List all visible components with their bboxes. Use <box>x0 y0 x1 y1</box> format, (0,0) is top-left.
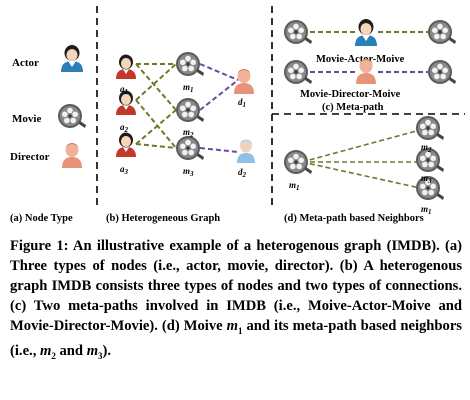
caption-m3-sub: 3 <box>98 350 103 361</box>
meta-path-1-movie-a-icon <box>284 20 312 44</box>
label-m2: m2 <box>183 127 194 139</box>
film-reel-icon <box>58 104 86 128</box>
label-m3: m3 <box>183 166 194 178</box>
graph-node-labels: a1 a2 a3 m1 m2 m3 d1 d2 <box>120 82 247 179</box>
node-type-movie-label: Movie <box>12 113 41 125</box>
caption-b: (b) Heterogeneous Graph <box>106 213 220 224</box>
meta-path-2-label: Movie-Director-Moive <box>300 89 401 100</box>
label-a3: a3 <box>120 164 129 176</box>
label-center-m1: m1 <box>289 180 300 192</box>
graph-actor-a1-icon <box>116 54 136 79</box>
meta-path-2-movie-b-icon <box>428 60 456 84</box>
movie-director-edges <box>199 63 239 153</box>
meta-path-1-movie-b-icon <box>428 20 456 44</box>
caption-c: (c) Meta-path <box>322 102 384 113</box>
label-a2: a2 <box>120 122 129 134</box>
actor-icon <box>61 45 83 72</box>
node-type-actor-label: Actor <box>12 57 39 69</box>
caption-part2: and its meta-path based neighbors (i.e., <box>10 318 462 359</box>
caption-part4: ). <box>102 342 112 359</box>
actor-movie-edges <box>135 63 177 149</box>
caption-m2-sub: 2 <box>51 350 56 361</box>
caption-part1: Figure 1: An illustrative example of a h… <box>10 238 462 334</box>
caption-m2: m <box>40 342 52 359</box>
label-m1: m1 <box>183 82 194 94</box>
label-neighbor-m1: m1 <box>421 204 432 216</box>
meta-path-1-actor-icon <box>355 19 377 46</box>
graph-director-d2-icon <box>237 139 255 163</box>
graph-actor-a3-icon <box>116 132 136 157</box>
node-type-director-label: Director <box>10 151 50 163</box>
neighbor-center-m1-icon <box>284 150 312 174</box>
figure-caption: Figure 1: An illustrative example of a h… <box>10 236 462 366</box>
meta-path-1-label: Movie-Actor-Moive <box>316 54 405 65</box>
figure-diagram: Actor Movie Director (a) Node Type a1 a2… <box>10 6 465 224</box>
caption-m3: m <box>86 342 99 359</box>
neighbor-edges <box>301 129 421 189</box>
caption-d: (d) Meta-path based Neighbors <box>284 213 424 224</box>
caption-m1: m <box>226 318 238 334</box>
caption-part3: and <box>55 342 87 359</box>
label-d2: d2 <box>238 167 247 179</box>
caption-m1-sub: 1 <box>237 325 243 336</box>
graph-movie-m3-icon <box>176 136 204 160</box>
label-neighbor-m3: m3 <box>421 173 432 185</box>
label-d1: d1 <box>238 97 246 109</box>
graph-movie-m2-icon <box>176 98 204 122</box>
meta-path-2-movie-a-icon <box>284 60 312 84</box>
neighbor-labels: m1 m2 m3 m1 <box>289 142 432 216</box>
graph-director-d1-icon <box>234 69 254 94</box>
label-neighbor-m2: m2 <box>421 142 432 154</box>
director-icon <box>62 143 82 168</box>
graph-movie-m1-icon <box>176 52 204 76</box>
caption-a: (a) Node Type <box>10 213 73 224</box>
neighbor-m2-icon <box>416 116 444 140</box>
label-a1: a1 <box>120 84 128 96</box>
